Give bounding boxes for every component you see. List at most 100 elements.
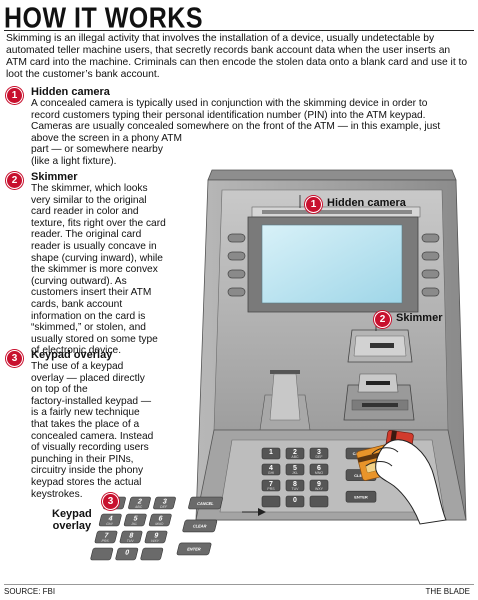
keypad-letters: WXY [151, 539, 161, 543]
keypad-digit: 9 [317, 481, 321, 488]
keypad-letters: GHI [106, 522, 113, 526]
keypad-letters: MNO [315, 471, 323, 475]
keypad-digit: 2 [293, 449, 297, 456]
step-2-line: customers insert their ATM [31, 287, 152, 299]
step-2: Skimmer The skimmer, which looks very si… [31, 171, 211, 357]
camera-callout-label: Hidden camera [327, 197, 406, 209]
function-key-label: ENTER [354, 494, 368, 499]
keypad-letters: JKL [131, 522, 138, 526]
keypad-letters: MNO [155, 522, 164, 526]
keypad-key [153, 496, 176, 510]
step-3-line: keystrokes. [31, 488, 83, 500]
keypad-digit: 1 [269, 449, 273, 456]
step-2-heading: Skimmer [31, 171, 78, 183]
step-2-line: very similar to the original [31, 194, 147, 206]
keypad-key [261, 495, 281, 508]
step-3-line: overlay — placed directly [31, 372, 145, 384]
step-2-line: shape (curving inward), while [31, 252, 163, 264]
step-1-body: A concealed camera is typically used in … [31, 98, 471, 168]
keypad-label-line: Keypad [52, 508, 92, 520]
step-1-line: A concealed camera is typically used in … [31, 98, 428, 109]
keypad-digit: 4 [269, 465, 273, 472]
keypad-digit: 7 [103, 532, 109, 540]
keypad-digit: 2 [137, 498, 143, 506]
keypad-key [285, 479, 305, 492]
keypad-key [128, 496, 151, 510]
keypad-letters: WXY [315, 487, 324, 491]
keypad-letters: GHI [268, 471, 274, 475]
keypad-key [144, 530, 168, 544]
keypad-key [309, 479, 329, 492]
function-key [176, 542, 212, 556]
keypad-key [115, 547, 139, 561]
function-key-label: CLEAR [354, 473, 368, 478]
publisher-credit: THE BLADE [425, 587, 470, 596]
step-3-line: factory-installed keypad — [31, 395, 152, 407]
step-3-line: is a fairly new technique [31, 407, 140, 419]
keypad-digit: 0 [293, 497, 297, 504]
step-2-line: cards, bank account [31, 298, 123, 310]
function-key-label: ENTER [187, 547, 202, 552]
keypad-callout-badge: 3 [102, 493, 119, 510]
camera-callout-badge: 1 [305, 196, 322, 213]
keypad-letters: PRS [267, 487, 275, 491]
keypad-letters: PRS [101, 539, 110, 543]
function-key-label: CLEAR [192, 524, 207, 529]
keypad-letters: ABC [291, 455, 299, 459]
keypad-key [261, 479, 281, 492]
keypad-digit: 6 [158, 515, 164, 523]
keypad-digit: 3 [162, 498, 168, 506]
keypad-digit: 8 [128, 532, 134, 540]
atm-keypad: 12ABC3DEF4GHI5JKL6MNO7PRS8TUV9WXY0CANCEL… [261, 447, 377, 508]
step-3-line: punching in their PINs, [31, 453, 134, 465]
keypad-letters: DEF [316, 455, 323, 459]
function-key-label: CANCEL [197, 501, 215, 506]
step-2-line: usually stored on some type [31, 333, 158, 345]
step-3-heading: Keypad overlay [31, 349, 113, 361]
keypad-key [90, 547, 114, 561]
skimmer-device [347, 329, 413, 363]
screen-buttons-left [227, 233, 246, 297]
step-3-line: that takes the place of a [31, 418, 140, 430]
keypad-key [285, 495, 305, 508]
keypad-key [94, 530, 118, 544]
keypad-digit: 0 [124, 549, 130, 557]
keypad-digit: 3 [317, 449, 321, 456]
footer-rule [4, 584, 474, 585]
step-1-line: above the screen in a phony ATM [31, 132, 183, 144]
function-key [182, 519, 218, 533]
keypad-digit: 9 [153, 532, 159, 540]
step-3-line: circuitry inside the phony [31, 465, 144, 477]
keypad-key [309, 495, 329, 508]
keypad-key [285, 447, 305, 460]
keypad-letters: JKL [292, 471, 298, 475]
step-2-line: of electronic device. [31, 345, 122, 357]
step-3-line: of visually recording users [31, 442, 149, 454]
keypad-key [309, 447, 329, 460]
keypad-letters: DEF [160, 505, 169, 509]
step-3-line: concealed camera. Instead [31, 430, 154, 442]
step-1-line: (like a light fixture). [31, 155, 117, 167]
step-2-badge: 2 [6, 172, 23, 189]
keypad-letters: TUV [126, 539, 135, 543]
source-credit: SOURCE: FBI [4, 587, 56, 596]
step-1-heading: Hidden camera [31, 86, 110, 98]
function-key [188, 496, 223, 510]
step-1-badge: 1 [6, 87, 23, 104]
keypad-digit: 6 [317, 465, 321, 472]
keypad-label-line: overlay [52, 520, 92, 532]
keypad-key [148, 513, 172, 527]
function-key [345, 490, 377, 503]
step-3-line: on top of the [31, 384, 88, 396]
step-2-line: card reader in color and [31, 206, 139, 218]
keypad-digit: 7 [269, 481, 273, 488]
intro-paragraph: Skimming is an illegal activity that inv… [6, 33, 468, 80]
keypad-callout-label: Keypad overlay [52, 508, 92, 532]
keypad-key [261, 447, 281, 460]
keypad-key [261, 463, 281, 476]
keypad-key [119, 530, 143, 544]
keypad-key [140, 547, 164, 561]
keypad-key [285, 463, 305, 476]
screen-buttons-right [421, 233, 440, 297]
